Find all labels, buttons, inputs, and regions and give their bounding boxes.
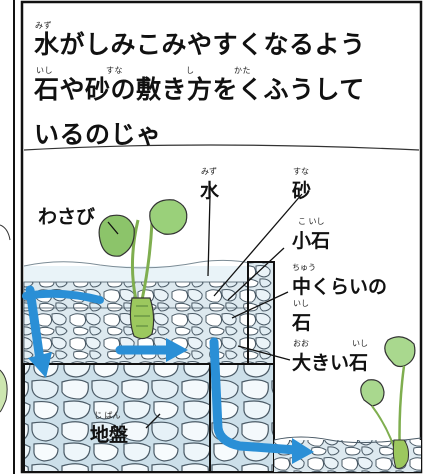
ruby-shi: し: [186, 66, 195, 75]
narration-line-3: いるのじゃ: [34, 120, 162, 149]
narration-line-2: いし すな し かた 石や砂の敷き方をくふうして: [34, 66, 365, 104]
label-medium-stone-2: いし 石: [292, 299, 312, 334]
wasabi-plant-icon: [98, 199, 188, 340]
label-bedrock: じ ばん 地盤: [90, 411, 129, 446]
water-flow-arrow-icon: [22, 285, 314, 464]
narration-box: みず 水がしみこみやすくなるよう いし すな し かた 石や砂の敷き方をくふうし…: [34, 8, 404, 149]
ruby-mizu: みず: [35, 21, 52, 30]
label-medium-stone: ちゅう 中くらいの: [292, 263, 388, 298]
ruby-suna: すな: [106, 66, 123, 75]
ruby-kata: かた: [234, 66, 251, 75]
ruby-ishi: いし: [36, 66, 53, 75]
label-sand: すな 砂: [292, 167, 312, 202]
leaf-icon: [360, 336, 416, 469]
label-wasabi: わさび: [38, 206, 96, 228]
label-small-stone: こ いし 小石: [292, 217, 331, 252]
label-water: みず 水: [200, 167, 220, 202]
narration-line-1: みず 水がしみこみやすくなるよう: [34, 21, 366, 59]
label-large-stone: おお いし 大きい石: [292, 339, 369, 374]
